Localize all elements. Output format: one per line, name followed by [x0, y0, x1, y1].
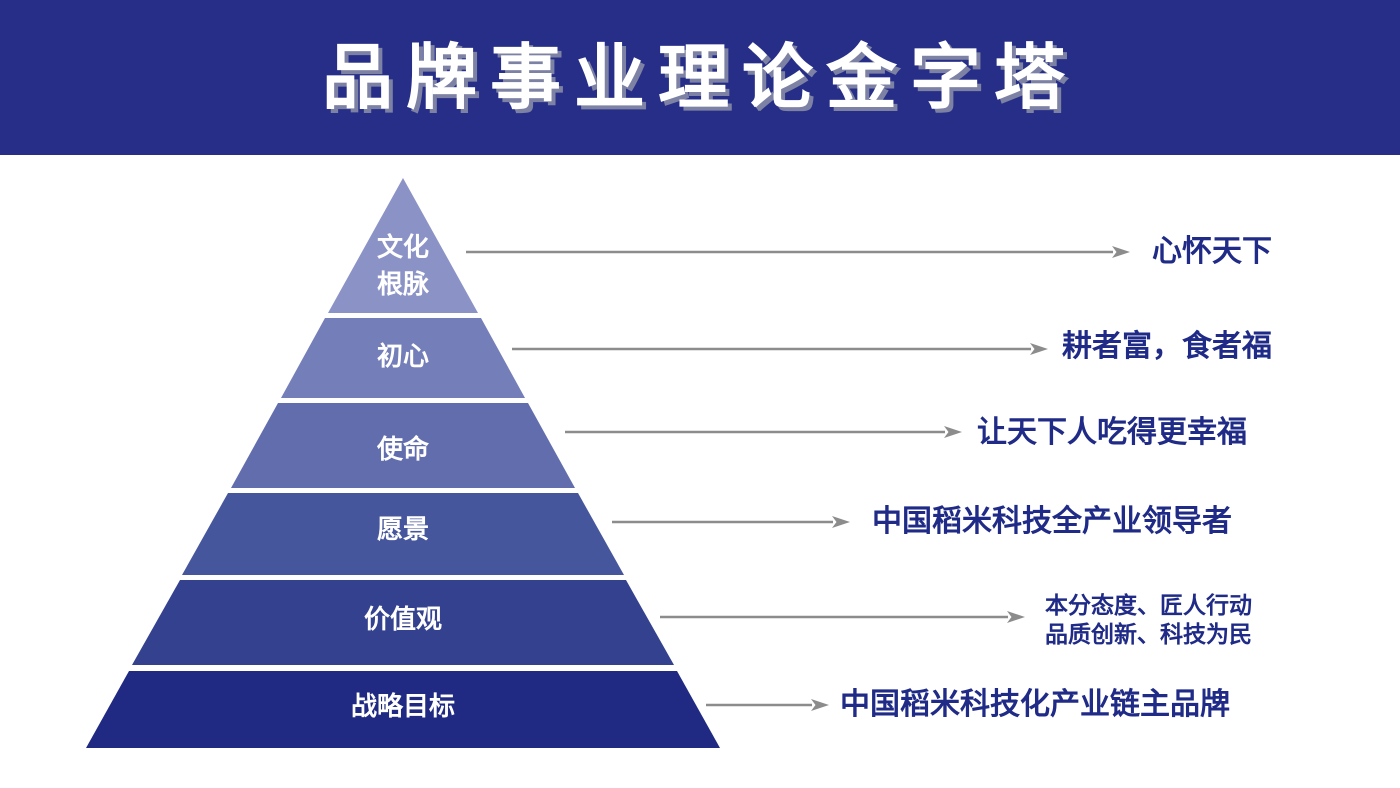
- pyramid-segment-mission: [231, 403, 575, 488]
- level-label-culture-roots: 文化 根脉: [376, 233, 429, 300]
- level-label-strategic-goal: 战略目标: [350, 692, 455, 722]
- pyramid-segment-culture-roots: [328, 178, 478, 313]
- annotation-culture-roots: 心怀天下: [1152, 234, 1272, 269]
- level-label-mission: 使命: [376, 435, 429, 465]
- annotation-vision: 中国稻米科技全产业领导者: [872, 504, 1232, 539]
- annotation-strategic-goal: 中国稻米科技化产业链主品牌: [840, 687, 1230, 722]
- annotation-original-intention: 耕者富，食者福: [1062, 329, 1272, 364]
- level-label-values: 价值观: [363, 605, 442, 635]
- level-label-vision: 愿景: [376, 515, 429, 545]
- pyramid-segment-original-intention: [281, 318, 525, 398]
- pyramid-segment-vision: [182, 493, 624, 575]
- level-label-original-intention: 初心: [376, 342, 429, 372]
- annotation-mission: 让天下人吃得更幸福: [977, 415, 1247, 450]
- page-title: 品牌事业理论金字塔: [321, 36, 1078, 119]
- pyramid-segment-values: [132, 580, 674, 665]
- pyramid-segment-strategic-goal: [86, 671, 720, 748]
- annotation-values: 本分态度、匠人行动 品质创新、科技为民: [1045, 593, 1252, 648]
- title-banner: 品牌事业理论金字塔: [0, 0, 1400, 155]
